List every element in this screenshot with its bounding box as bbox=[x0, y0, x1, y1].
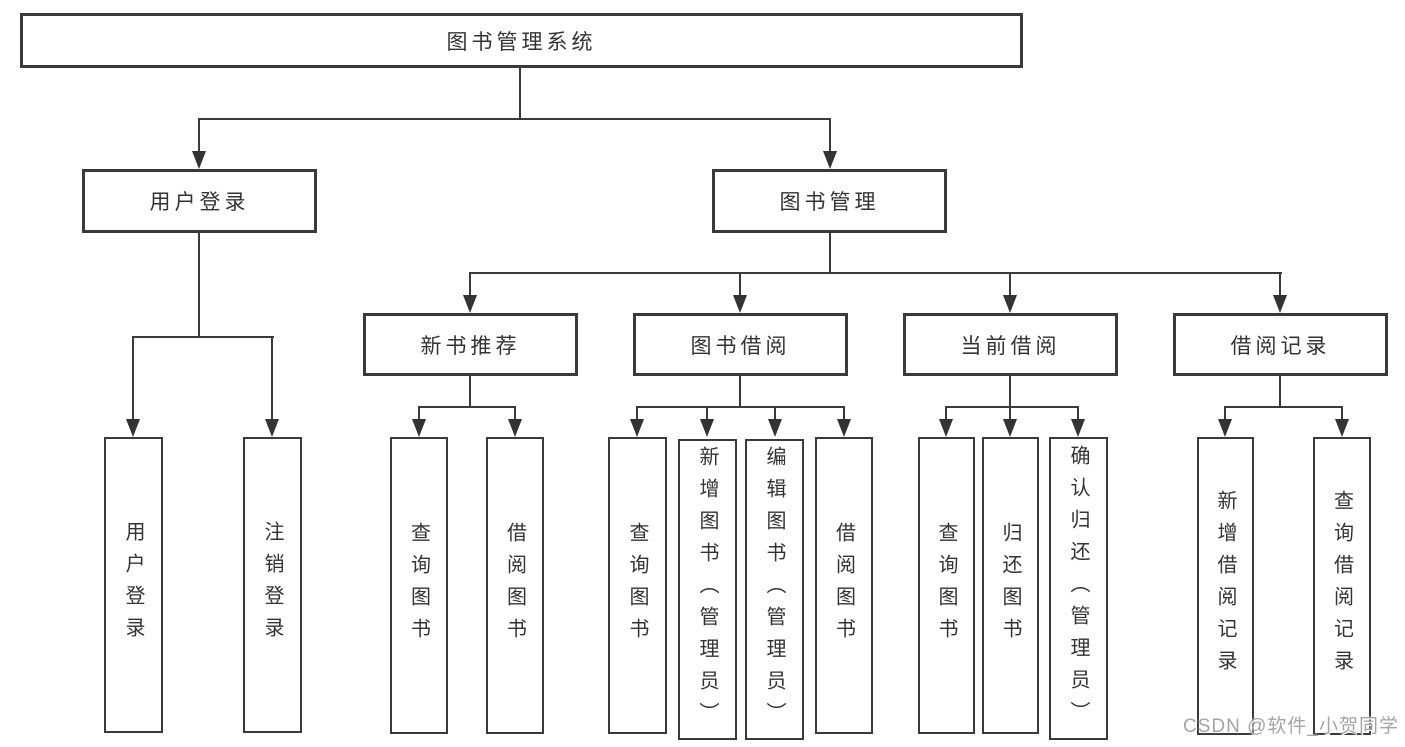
connector-line bbox=[418, 406, 516, 408]
connector-line bbox=[1224, 406, 1343, 408]
arrow-down-icon bbox=[126, 419, 140, 437]
leaf-records-add-record: 新增借阅记录 bbox=[1197, 437, 1254, 735]
connector-line bbox=[843, 406, 845, 424]
connector-line bbox=[198, 118, 831, 120]
arrow-down-icon bbox=[192, 151, 206, 169]
connector-line bbox=[636, 406, 638, 424]
arrow-down-icon bbox=[508, 419, 522, 437]
connector-line bbox=[774, 406, 776, 424]
connector-line bbox=[132, 336, 134, 424]
connector-line bbox=[1077, 406, 1079, 424]
connector-line bbox=[132, 336, 274, 338]
node-root-label: 图书管理系统 bbox=[446, 30, 597, 54]
leaf-borrowing-edit-book-admin-label: 编辑图书（管理员） bbox=[763, 445, 785, 734]
connector-line bbox=[636, 406, 845, 408]
arrow-down-icon bbox=[939, 419, 953, 437]
connector-line bbox=[739, 376, 741, 406]
leaf-borrowing-borrow-book: 借阅图书 bbox=[815, 437, 873, 734]
arrow-down-icon bbox=[1335, 419, 1349, 437]
leaf-logout: 注销登录 bbox=[243, 437, 302, 733]
node-user-login-label: 用户登录 bbox=[149, 191, 250, 214]
connector-line bbox=[198, 233, 200, 336]
arrow-down-icon bbox=[823, 151, 837, 169]
leaf-user-login-label: 用户登录 bbox=[122, 521, 144, 649]
arrow-down-icon bbox=[412, 419, 426, 437]
node-borrowing-records: 借阅记录 bbox=[1173, 313, 1388, 376]
leaf-borrowing-query-book-label: 查询图书 bbox=[626, 521, 648, 650]
connector-line bbox=[1009, 376, 1011, 406]
connector-line bbox=[1009, 272, 1011, 300]
leaf-current-return-book: 归还图书 bbox=[982, 437, 1039, 734]
connector-line bbox=[418, 406, 420, 424]
arrow-down-icon bbox=[700, 419, 714, 437]
leaf-records-query-record: 查询借阅记录 bbox=[1313, 437, 1371, 735]
node-current-borrowing-label: 当前借阅 bbox=[960, 334, 1061, 358]
watermark-text: CSDN @软件_小贺同学 bbox=[1183, 716, 1399, 737]
node-new-book-recommend: 新书推荐 bbox=[363, 313, 578, 376]
leaf-recommend-query-book: 查询图书 bbox=[390, 437, 448, 734]
node-book-management: 图书管理 bbox=[712, 169, 947, 233]
connector-line bbox=[706, 406, 708, 424]
leaf-current-confirm-return-admin-label: 确认归还（管理员） bbox=[1067, 444, 1089, 733]
arrow-down-icon bbox=[733, 295, 747, 313]
leaf-current-confirm-return-admin: 确认归还（管理员） bbox=[1049, 437, 1108, 740]
node-root: 图书管理系统 bbox=[20, 13, 1023, 68]
arrow-down-icon bbox=[1218, 419, 1232, 437]
connector-line bbox=[271, 336, 273, 424]
leaf-borrowing-edit-book-admin: 编辑图书（管理员） bbox=[745, 439, 804, 740]
connector-line bbox=[198, 118, 200, 156]
leaf-records-add-record-label: 新增借阅记录 bbox=[1214, 490, 1236, 682]
connector-line bbox=[739, 272, 741, 300]
arrow-down-icon bbox=[1003, 295, 1017, 313]
connector-line bbox=[945, 406, 947, 424]
leaf-recommend-borrow-book-label: 借阅图书 bbox=[503, 521, 526, 650]
node-new-book-recommend-label: 新书推荐 bbox=[420, 334, 521, 358]
arrow-down-icon bbox=[837, 419, 851, 437]
leaf-recommend-query-book-label: 查询图书 bbox=[407, 521, 430, 650]
leaf-current-query-book: 查询图书 bbox=[918, 437, 975, 734]
arrow-down-icon bbox=[1071, 419, 1085, 437]
connector-line bbox=[1279, 376, 1281, 406]
leaf-borrowing-query-book: 查询图书 bbox=[608, 437, 667, 734]
connector-line bbox=[829, 118, 831, 156]
leaf-records-query-record-label: 查询借阅记录 bbox=[1330, 490, 1353, 682]
arrow-down-icon bbox=[1003, 419, 1017, 437]
arrow-down-icon bbox=[630, 419, 644, 437]
connector-line bbox=[1224, 406, 1226, 424]
node-user-login: 用户登录 bbox=[82, 169, 317, 233]
connector-line bbox=[519, 68, 521, 118]
connector-line bbox=[829, 233, 831, 272]
node-borrowing-records-label: 借阅记录 bbox=[1230, 334, 1331, 358]
node-current-borrowing: 当前借阅 bbox=[903, 313, 1118, 376]
leaf-logout-label: 注销登录 bbox=[261, 521, 283, 649]
leaf-user-login: 用户登录 bbox=[104, 437, 163, 733]
arrow-down-icon bbox=[768, 419, 782, 437]
connector-line bbox=[945, 406, 1079, 408]
leaf-borrowing-borrow-book-label: 借阅图书 bbox=[832, 521, 855, 650]
connector-line bbox=[469, 376, 471, 406]
leaf-borrowing-add-book-admin-label: 新增图书（管理员） bbox=[696, 445, 718, 734]
connector-line bbox=[1279, 272, 1281, 300]
leaf-borrowing-add-book-admin: 新增图书（管理员） bbox=[678, 439, 737, 740]
arrow-down-icon bbox=[463, 295, 477, 313]
leaf-recommend-borrow-book: 借阅图书 bbox=[486, 437, 544, 734]
leaf-current-query-book-label: 查询图书 bbox=[935, 521, 957, 650]
connector-line bbox=[469, 272, 471, 300]
arrow-down-icon bbox=[1273, 295, 1287, 313]
leaf-current-return-book-label: 归还图书 bbox=[999, 521, 1021, 650]
node-book-borrowing: 图书借阅 bbox=[633, 313, 848, 376]
arrow-down-icon bbox=[265, 419, 279, 437]
connector-line bbox=[1341, 406, 1343, 424]
node-book-management-label: 图书管理 bbox=[779, 191, 880, 214]
connector-line bbox=[514, 406, 516, 424]
connector-line bbox=[1009, 406, 1011, 424]
node-book-borrowing-label: 图书借阅 bbox=[690, 334, 791, 358]
connector-line bbox=[469, 272, 1282, 274]
